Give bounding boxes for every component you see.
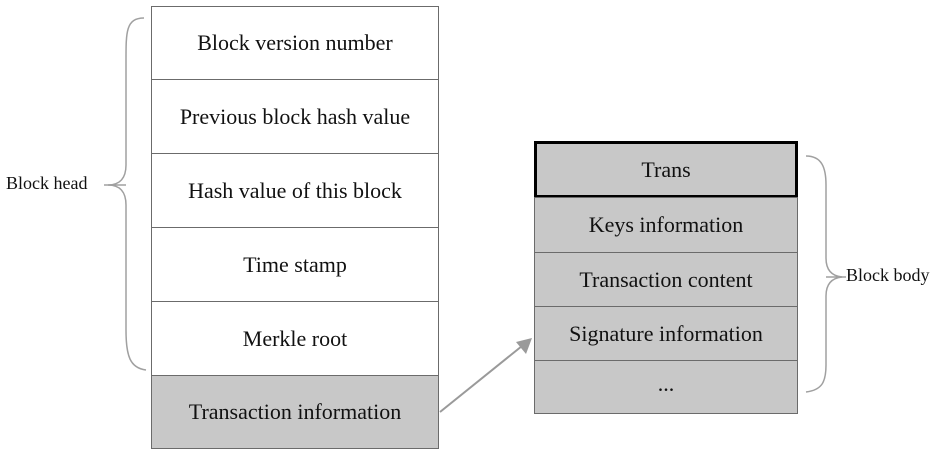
body-row-trans: Trans [534, 141, 798, 198]
head-row-version: Block version number [151, 6, 439, 80]
block-body-label: Block body [846, 265, 930, 285]
body-row-content: Transaction content [534, 252, 798, 307]
head-row-transaction-info: Transaction information [151, 375, 439, 449]
arrow-head [516, 338, 532, 354]
head-row-prev-hash: Previous block hash value [151, 79, 439, 154]
body-row-ellipsis: ... [534, 360, 798, 414]
body-row-signature: Signature information [534, 306, 798, 361]
head-row-merkle-root: Merkle root [151, 301, 439, 376]
body-row-keys: Keys information [534, 197, 798, 253]
arrow-line [439, 345, 523, 413]
head-row-this-hash: Hash value of this block [151, 153, 439, 228]
head-row-timestamp: Time stamp [151, 227, 439, 302]
block-head-label: Block head [6, 173, 88, 193]
